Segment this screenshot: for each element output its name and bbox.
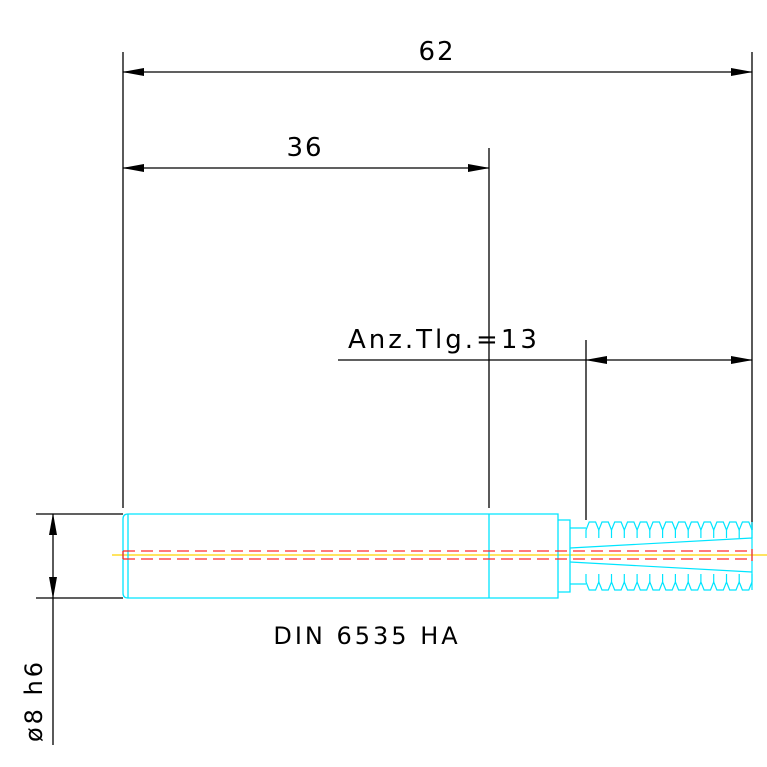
thread-section bbox=[569, 521, 753, 591]
designation-label: DIN 6535 HA bbox=[273, 622, 460, 650]
thread-profile-bottom bbox=[585, 580, 753, 591]
dimension-value-36: 36 bbox=[286, 133, 323, 163]
dimension-value-62: 62 bbox=[418, 37, 455, 67]
shank-outline bbox=[122, 513, 559, 599]
dimension-diameter: ø8 h6 bbox=[20, 513, 57, 745]
dimension-value-thread-teeth: Anz.Tlg.=13 bbox=[348, 325, 540, 355]
thread-core-taper bbox=[569, 522, 753, 590]
coolant-channel-ends bbox=[122, 549, 753, 561]
dimension-shank-length: 36 bbox=[122, 133, 490, 172]
dimension-overall-length: 62 bbox=[122, 37, 753, 76]
tool-neck bbox=[558, 519, 586, 593]
dimension-value-diameter: ø8 h6 bbox=[20, 659, 48, 742]
thread-profile-top bbox=[585, 521, 753, 532]
coolant-channel bbox=[123, 550, 752, 560]
dimension-thread-teeth: Anz.Tlg.=13 bbox=[338, 325, 753, 364]
tool-shank bbox=[122, 513, 586, 599]
